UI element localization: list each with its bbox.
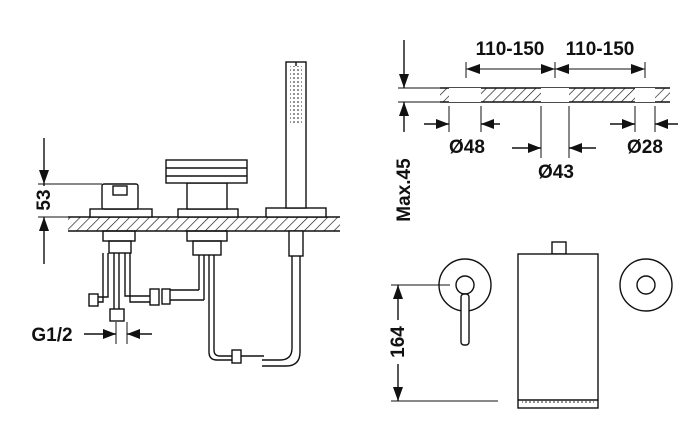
label-dia-43: Ø43 <box>538 162 574 183</box>
label-height-53: 53 <box>34 189 55 210</box>
hole-48 <box>449 88 481 102</box>
label-spacing-2: 110-150 <box>566 39 635 60</box>
spacing-arrow-1 <box>466 64 480 74</box>
diverter-connections <box>88 230 160 322</box>
hand-shower <box>265 61 327 257</box>
deck-hatch <box>68 217 340 231</box>
label-max-45: Max.45 <box>394 158 415 222</box>
spout-front <box>517 241 599 409</box>
side-view <box>38 61 340 367</box>
thread-dimension-lines <box>84 322 152 344</box>
front-views <box>391 241 673 409</box>
dim-53-arrow-bottom <box>39 217 49 231</box>
deck-plan-view <box>398 40 678 158</box>
label-height-164: 164 <box>388 326 409 358</box>
spacing-arrow-4 <box>631 64 645 74</box>
hole-43 <box>541 88 569 102</box>
label-dia-48: Ø48 <box>449 137 485 158</box>
spacing-arrow-2 <box>541 64 555 74</box>
shower-rosette <box>619 258 673 312</box>
hole-28 <box>635 88 655 102</box>
thread-arrow-right <box>127 329 140 339</box>
diverter-knob <box>89 183 153 218</box>
diverter-rosette <box>438 258 492 346</box>
thread-arrow-left <box>103 329 116 339</box>
spacing-arrow-3 <box>555 64 569 74</box>
spout <box>165 159 248 218</box>
label-dia-28: Ø28 <box>627 137 663 158</box>
dim-53-arrow-top <box>39 170 49 184</box>
shower-hose <box>262 256 301 367</box>
spout-connections <box>161 230 264 364</box>
label-thread: G1/2 <box>31 325 72 346</box>
label-spacing-1: 110-150 <box>476 39 545 60</box>
